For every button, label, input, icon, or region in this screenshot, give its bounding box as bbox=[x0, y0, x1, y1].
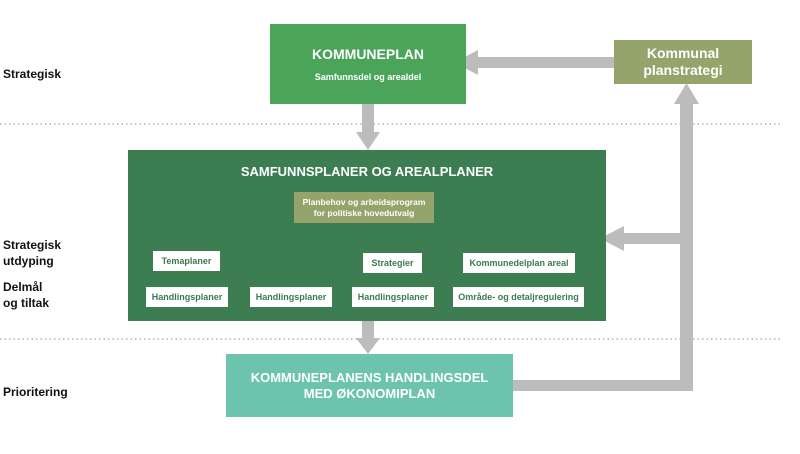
level-delmal-line1: Delmål bbox=[3, 280, 43, 294]
level-strategisk-utdyping-line1: Strategisk bbox=[3, 238, 62, 252]
kommunedelplan-box: Kommunedelplan areal bbox=[463, 253, 575, 273]
level-prioritering-text: Prioritering bbox=[3, 385, 68, 399]
level-prioritering: Prioritering bbox=[3, 384, 68, 400]
handlingsplaner-box-3: Handlingsplaner bbox=[352, 287, 434, 307]
planstrategi-line1: Kommunal bbox=[646, 45, 720, 61]
handlingsplaner-box-2: Handlingsplaner bbox=[250, 287, 332, 307]
arrow-samfunnsplaner-to-handlingsdel bbox=[356, 321, 380, 354]
level-strategisk-utdyping-line2: utdyping bbox=[3, 254, 54, 268]
kommuneplan-subtitle: Samfunnsdel og arealdel bbox=[314, 72, 422, 82]
level-strategisk-utdyping: Strategisk utdyping bbox=[3, 237, 61, 269]
handlingsdel-line2: MED ØKONOMIPLAN bbox=[303, 385, 436, 401]
handlingsplaner-box-1: Handlingsplaner bbox=[146, 287, 228, 307]
kommuneplan-title: KOMMUNEPLAN bbox=[312, 46, 424, 62]
planstrategi-line2: planstrategi bbox=[643, 62, 723, 78]
handlingsdel-box: KOMMUNEPLANENS HANDLINGSDEL MED ØKONOMIP… bbox=[226, 354, 513, 417]
planstrategi-box: Kommunal planstrategi bbox=[614, 40, 752, 84]
program-line2: for politiske hovedutvalg bbox=[313, 207, 415, 218]
level-delmal-line2: og tiltak bbox=[3, 296, 50, 310]
level-strategisk-text: Strategisk bbox=[3, 67, 62, 81]
level-strategisk: Strategisk bbox=[3, 66, 61, 82]
strategier-box: Strategier bbox=[363, 253, 422, 273]
arrow-feedback-loop bbox=[513, 83, 699, 391]
handlingsdel-line1: KOMMUNEPLANENS HANDLINGSDEL bbox=[250, 369, 489, 385]
level-delmal: Delmål og tiltak bbox=[3, 279, 49, 311]
arrow-planstrategi-to-kommuneplan bbox=[454, 50, 614, 75]
program-line1: Planbehov og arbeidsprogram bbox=[302, 196, 426, 207]
kommuneplan-box: KOMMUNEPLAN Samfunnsdel og arealdel bbox=[270, 24, 466, 104]
omrade-box: Område- og detaljregulering bbox=[453, 287, 584, 307]
program-box: Planbehov og arbeidsprogram for politisk… bbox=[294, 192, 434, 223]
arrow-kommuneplan-to-samfunnsplaner bbox=[356, 104, 380, 150]
temaplaner-box: Temaplaner bbox=[153, 251, 220, 271]
samfunnsplaner-title: SAMFUNNSPLANER OG AREALPLANER bbox=[240, 164, 494, 179]
